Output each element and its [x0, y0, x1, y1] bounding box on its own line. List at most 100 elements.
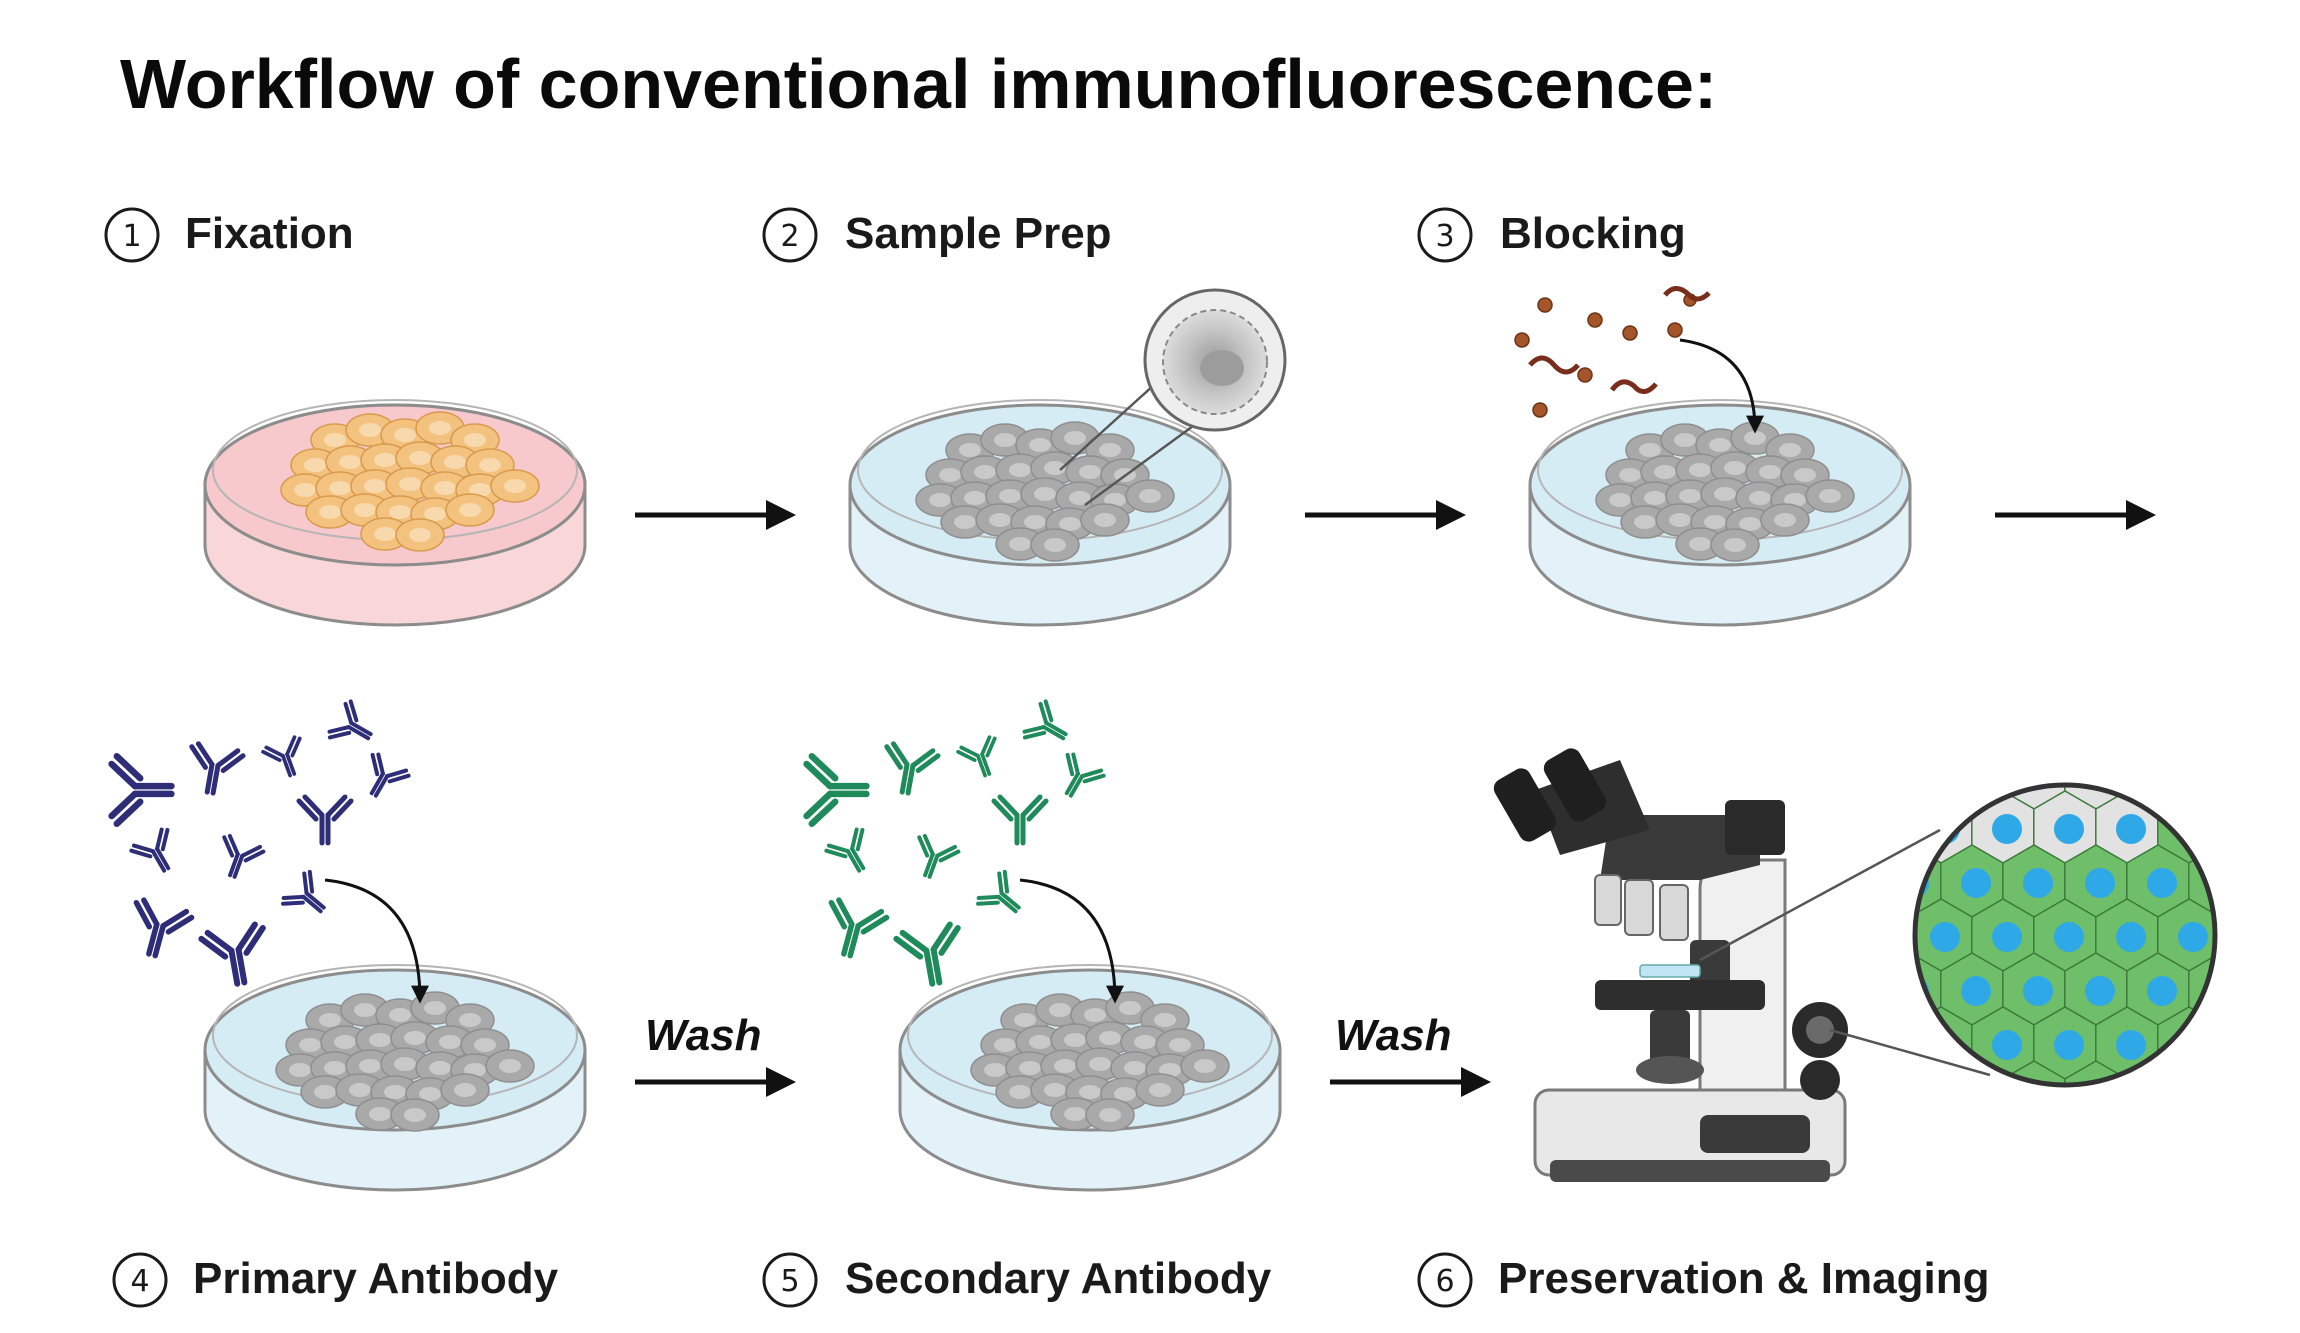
- stained-cell: [2188, 785, 2215, 810]
- cell-nucleus: [1089, 1057, 1111, 1071]
- stained-cell: [2282, 899, 2300, 971]
- cell-nucleus: [359, 423, 381, 437]
- stained-nucleus: [2178, 1138, 2208, 1168]
- cell-nucleus: [1024, 515, 1046, 529]
- step-4-label: 4 Primary Antibody: [112, 1252, 559, 1308]
- stained-nucleus: [2240, 706, 2270, 736]
- cell-nucleus: [389, 505, 411, 519]
- stained-cell: [2188, 1060, 2215, 1085]
- cell-nucleus: [1084, 1008, 1106, 1022]
- stained-nucleus: [2085, 868, 2115, 898]
- cell-nucleus: [464, 433, 486, 447]
- step-title: Preservation & Imaging: [1498, 1254, 1989, 1303]
- stained-cell: [1786, 791, 1848, 863]
- stained-nucleus: [2240, 1030, 2270, 1060]
- addition-arrow: [324, 878, 429, 1004]
- cell-nucleus: [459, 503, 481, 517]
- step-number: 3: [1435, 219, 1454, 254]
- stained-nucleus: [2116, 1030, 2146, 1060]
- stained-nucleus: [2209, 785, 2215, 790]
- wash-label: Wash: [645, 1011, 762, 1060]
- cell-nucleus: [994, 1038, 1016, 1052]
- stained-nucleus: [2271, 976, 2300, 1006]
- cell-nucleus: [1194, 1059, 1216, 1073]
- stained-nucleus: [2147, 1084, 2177, 1085]
- cell-nucleus: [1779, 443, 1801, 457]
- antibody-icon: [108, 752, 175, 828]
- stained-nucleus: [1868, 814, 1898, 844]
- cell-nucleus: [1104, 493, 1126, 507]
- step-3-label: 3 Blocking: [1417, 207, 1686, 263]
- stained-cell: [2220, 1115, 2282, 1187]
- cell-nucleus: [1609, 493, 1631, 507]
- cell-nucleus: [1009, 537, 1031, 551]
- stained-cell: [2220, 899, 2282, 971]
- stained-nucleus: [1961, 785, 1991, 790]
- cell-nucleus: [989, 513, 1011, 527]
- stained-nucleus: [2023, 976, 2053, 1006]
- stained-nucleus: [2178, 922, 2208, 952]
- cell-nucleus: [1819, 489, 1841, 503]
- cell-nucleus: [329, 481, 351, 495]
- cell-nucleus: [1724, 461, 1746, 475]
- stained-nucleus: [1806, 922, 1836, 952]
- cell-nucleus: [464, 1063, 486, 1077]
- cell-nucleus: [1044, 1083, 1066, 1097]
- cell-nucleus: [339, 455, 361, 469]
- cell-nucleus: [469, 483, 491, 497]
- stained-cell: [2220, 1007, 2282, 1079]
- cell-nucleus: [1034, 487, 1056, 501]
- cell-nucleus: [474, 1038, 496, 1052]
- cell-nucleus: [1019, 1061, 1041, 1075]
- cell-nucleus: [324, 433, 346, 447]
- stained-nucleus: [1992, 814, 2022, 844]
- cell-nucleus: [1619, 468, 1641, 482]
- antibody-icon: [828, 897, 890, 959]
- cell-nucleus: [369, 1107, 391, 1121]
- cell-nucleus: [289, 1063, 311, 1077]
- cell-nucleus: [1054, 1059, 1076, 1073]
- stained-cell: [2282, 683, 2300, 755]
- stained-nucleus: [2147, 785, 2177, 790]
- stained-nucleus: [2054, 1030, 2084, 1060]
- cell-nucleus: [1114, 1087, 1136, 1101]
- cell-nucleus: [1149, 1083, 1171, 1097]
- cell-nucleus: [454, 1083, 476, 1097]
- stained-cell: [1972, 683, 2034, 755]
- step-title: Primary Antibody: [193, 1254, 559, 1303]
- cell-nucleus: [504, 479, 526, 493]
- stained-nucleus: [2054, 814, 2084, 844]
- cell-nucleus: [1064, 431, 1086, 445]
- cell-nucleus: [1079, 1085, 1101, 1099]
- cell-nucleus: [1784, 493, 1806, 507]
- cell-nucleus: [1064, 1107, 1086, 1121]
- cell-nucleus: [324, 1061, 346, 1075]
- petri-dish-secondary-antibody: [898, 964, 1282, 1192]
- cell-nucleus: [1654, 465, 1676, 479]
- cell-nucleus: [1099, 443, 1121, 457]
- stained-nucleus: [2085, 976, 2115, 1006]
- stained-nucleus: [1930, 706, 1960, 736]
- cell-nucleus: [1064, 1033, 1086, 1047]
- antibody-icon: [222, 833, 266, 879]
- antibody-icon: [893, 921, 961, 987]
- cell-nucleus: [479, 458, 501, 472]
- antibody-icon: [189, 741, 246, 796]
- stained-cell: [2034, 683, 2096, 755]
- stained-nucleus: [1992, 922, 2022, 952]
- cell-nucleus: [1739, 517, 1761, 531]
- antibody-icon: [956, 735, 997, 778]
- cell-nucleus: [424, 507, 446, 521]
- cell-nucleus: [1154, 1013, 1176, 1027]
- stained-cell: [1915, 1060, 1942, 1085]
- cell-nucleus: [1029, 438, 1051, 452]
- step-title: Sample Prep: [845, 209, 1112, 258]
- stained-nucleus: [1806, 814, 1836, 844]
- cell-nucleus: [409, 528, 431, 542]
- cell-nucleus: [419, 1087, 441, 1101]
- antibody-icon: [281, 869, 326, 914]
- cell-nucleus: [929, 493, 951, 507]
- cell-nucleus: [964, 491, 986, 505]
- stained-nucleus: [2116, 922, 2146, 952]
- stained-nucleus: [1868, 706, 1898, 736]
